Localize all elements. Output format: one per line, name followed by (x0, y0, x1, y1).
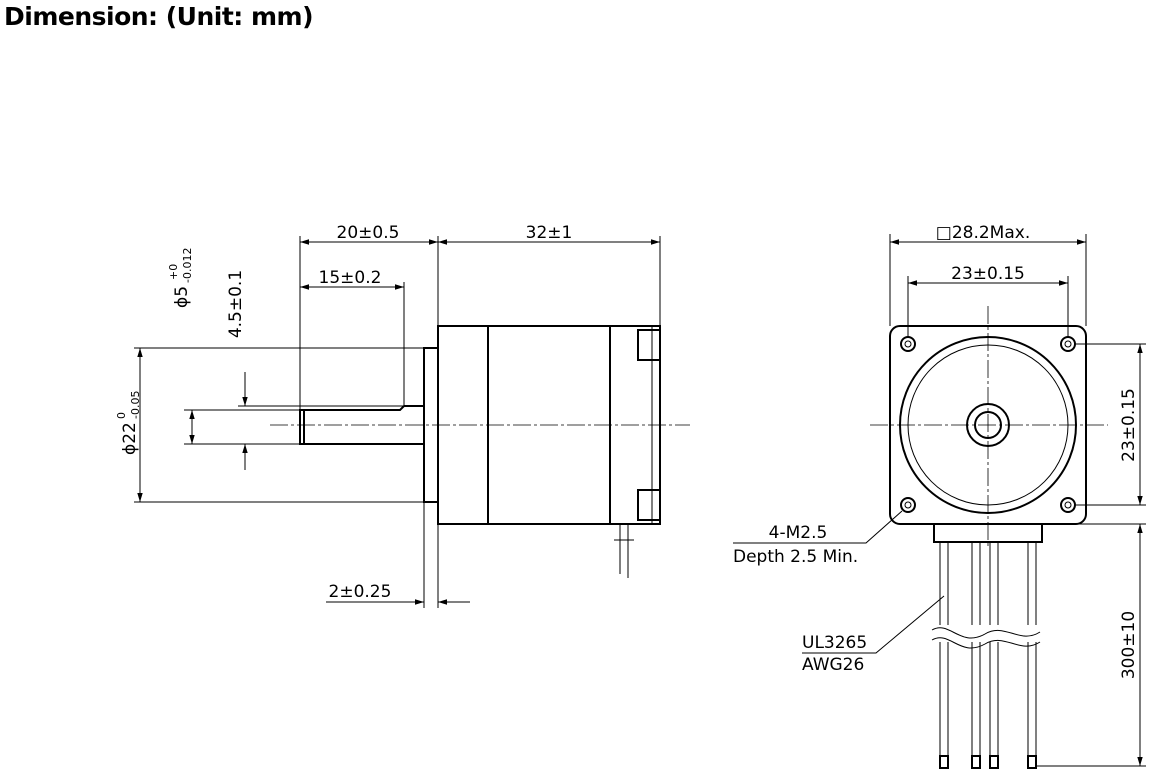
note-mount-holes-1: 4-M2.5 (769, 523, 828, 543)
front-pilot (966, 403, 1010, 447)
dim-hole-spacing-v: 23±0.15 (1119, 388, 1139, 462)
dim-pilot-length: 2±0.25 (329, 582, 392, 602)
svg-text:ϕ22: ϕ22 (120, 422, 140, 455)
dim-shaft-diameter-upper: +0 (167, 264, 180, 280)
front-shaft (974, 411, 1002, 439)
dim-hole-spacing-h: 23±0.15 (951, 264, 1025, 284)
dim-shaft-diameter-label: ϕ5 +0 -0.012 (167, 248, 194, 308)
rear-notch-bottom (637, 489, 661, 521)
phi-symbol: ϕ (172, 297, 192, 308)
side-view: 20±0.5 32±1 15±0.2 4.5±0.1 ϕ5 +0 -0.012 … (115, 223, 690, 608)
note-wire-1: UL3265 (802, 633, 867, 653)
page-title: Dimension: (Unit: mm) (4, 2, 314, 31)
side-lead-wire (614, 524, 634, 578)
dim-pilot-diameter-lower: -0.05 (129, 391, 142, 419)
dim-flat-length: 15±0.2 (319, 268, 382, 288)
dim-pilot-diameter-upper: 0 (115, 412, 128, 419)
lead-connector (933, 523, 1043, 543)
leader-wire-spec (802, 595, 945, 654)
dim-body-length: 32±1 (526, 223, 573, 243)
lead-wires (931, 542, 1041, 769)
dim-flat-height: 4.5±0.1 (226, 270, 246, 338)
dim-frame-size: □28.2Max. (936, 223, 1030, 243)
dim-lead-length: 300±10 (1119, 611, 1139, 679)
phi-symbol-2: ϕ (120, 444, 140, 455)
dim-shaft-diameter: 5 (172, 286, 192, 297)
note-wire-2: AWG26 (802, 655, 864, 675)
front-view: □28.2Max. 23±0.15 23±0.15 300±10 4-M2.5 … (733, 223, 1146, 769)
front-body-outer (899, 336, 1077, 514)
dim-shaft-length: 20±0.5 (337, 223, 400, 243)
leader-mount-holes (733, 510, 903, 544)
dim-shaft-diameter-lower: -0.012 (181, 248, 194, 283)
front-body-inner (907, 344, 1069, 506)
dim-pilot-diameter: 22 (120, 422, 140, 444)
svg-text:ϕ5: ϕ5 (172, 286, 192, 308)
rear-notch-top (637, 329, 661, 361)
dim-pilot-diameter-label: ϕ22 0 -0.05 (115, 391, 142, 455)
note-mount-holes-2: Depth 2.5 Min. (733, 547, 858, 567)
